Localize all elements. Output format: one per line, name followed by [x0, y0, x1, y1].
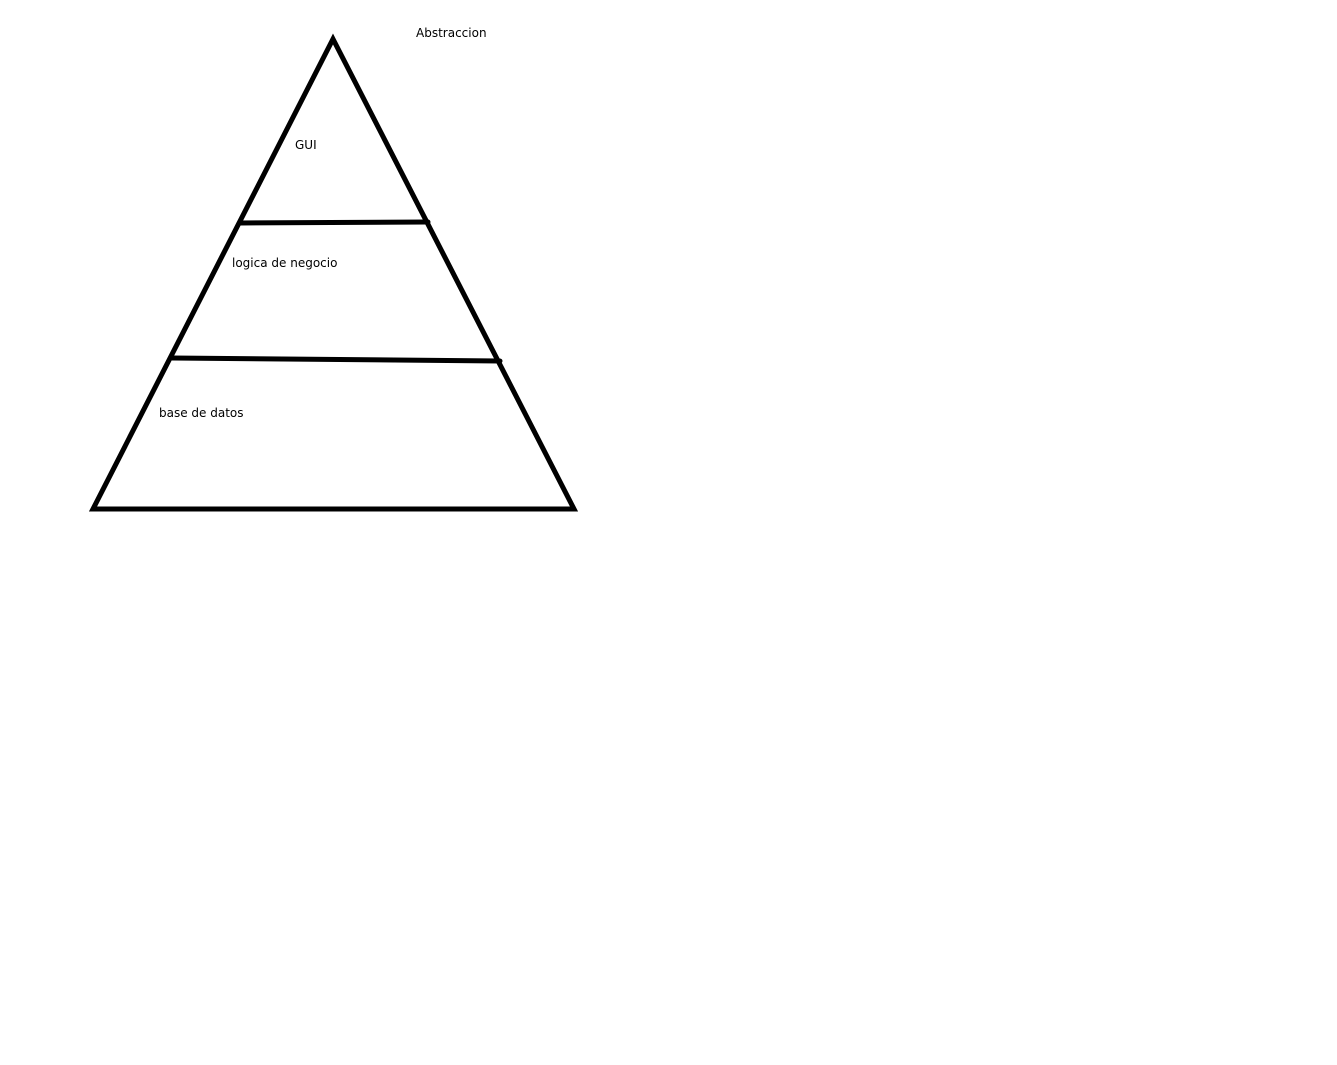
layer-label-gui: GUI — [295, 138, 317, 152]
divider-gui-logica — [237, 219, 431, 226]
divider-logica-base — [169, 355, 503, 364]
layer-label-business-logic: logica de negocio — [232, 256, 338, 270]
abstraction-label: Abstraccion — [416, 26, 487, 40]
layer-label-database: base de datos — [159, 406, 244, 420]
pyramid-outline — [88, 33, 579, 512]
